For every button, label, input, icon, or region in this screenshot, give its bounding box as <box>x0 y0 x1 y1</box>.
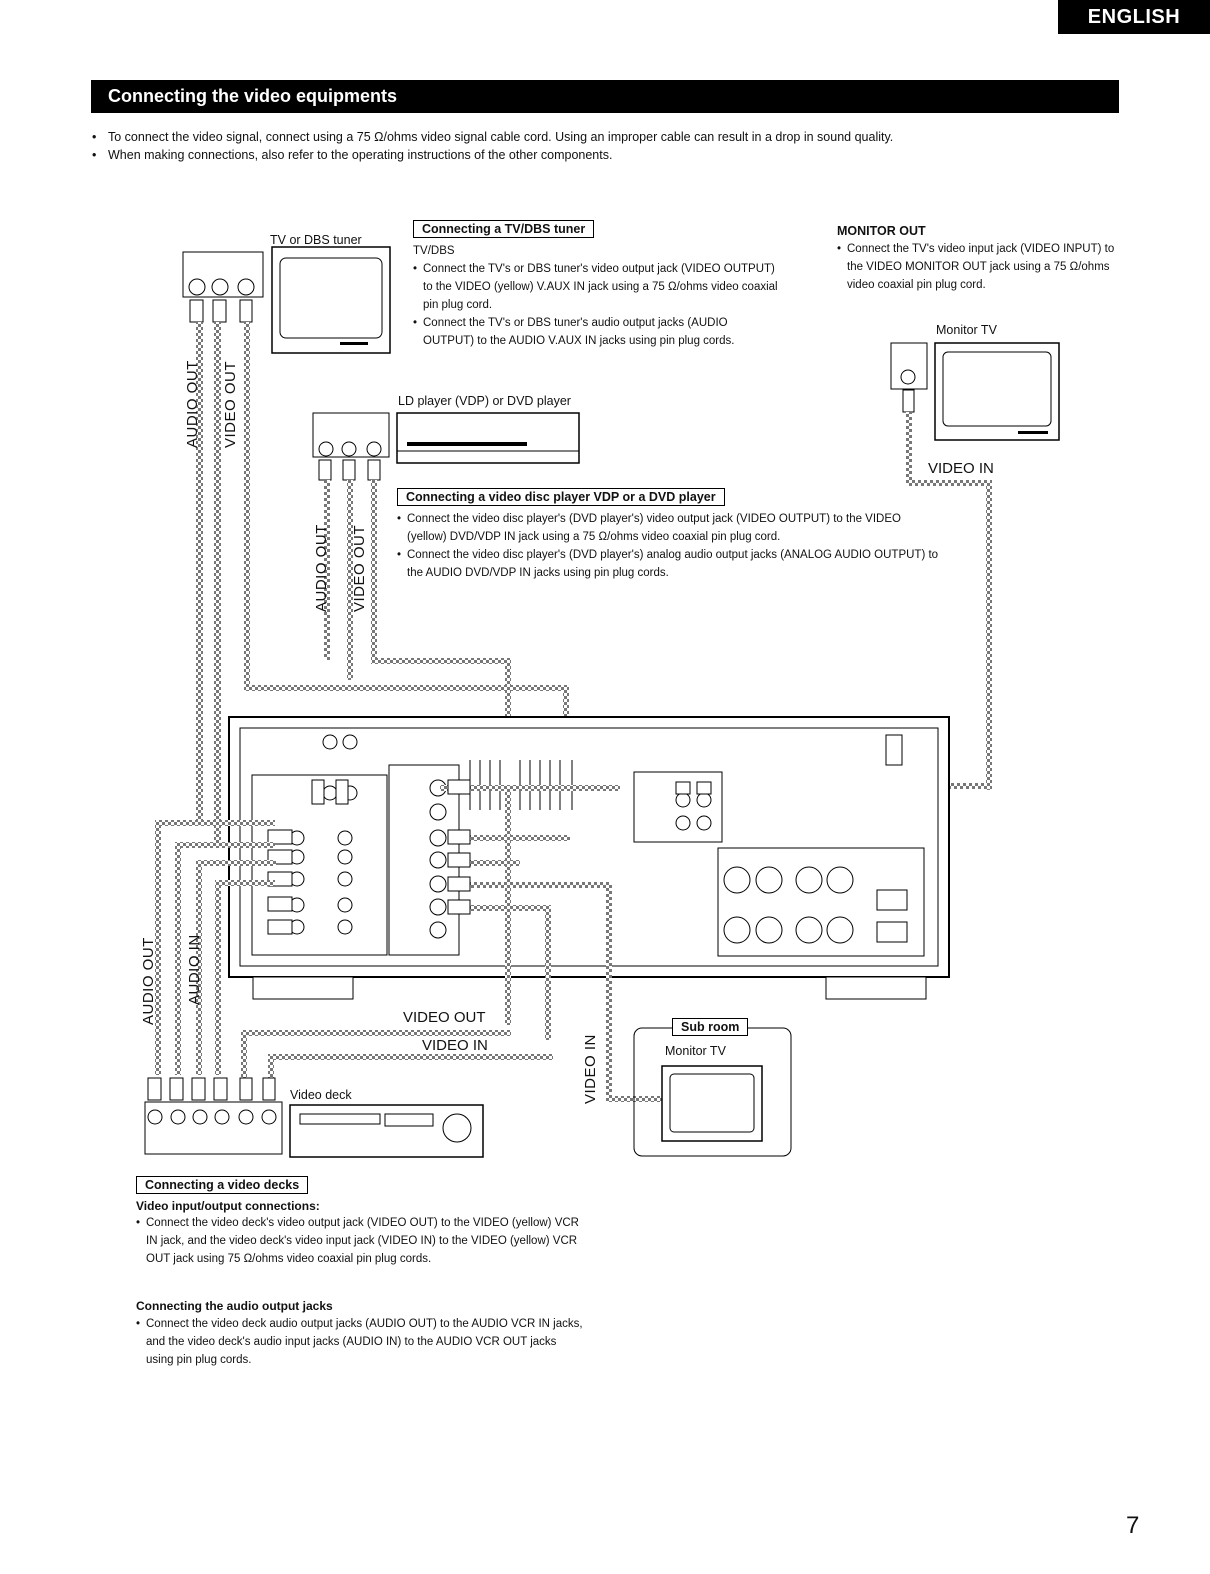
audio-out-label: AUDIO OUT <box>184 360 201 448</box>
video-io-instructions: Connect the video deck's video output ja… <box>136 1214 584 1268</box>
video-io-title: Video input/output connections: <box>136 1199 320 1213</box>
audio-output-title: Connecting the audio output jacks <box>136 1299 333 1313</box>
audio-output-bullet: Connect the video deck audio output jack… <box>136 1315 584 1369</box>
page-number: 7 <box>1126 1512 1140 1539</box>
cable <box>244 322 250 690</box>
video-io-bullet: Connect the video deck's video output ja… <box>136 1214 584 1268</box>
sub-room-box-title: Sub room <box>672 1018 749 1036</box>
vdp-bullet: Connect the video disc player's (DVD pla… <box>397 546 942 582</box>
video-in-label: VIDEO IN <box>928 460 994 477</box>
tv-dbs-bullet: Connect the TV's or DBS tuner's audio ou… <box>413 314 781 350</box>
video-in-label: VIDEO IN <box>582 1034 599 1104</box>
sub-room-monitor-label: Monitor TV <box>665 1044 726 1058</box>
vdp-instructions: Connect the video disc player's (DVD pla… <box>397 510 942 582</box>
monitor-out-bullet: Connect the TV's video input jack (VIDEO… <box>837 240 1121 294</box>
tv-dbs-instructions: TV/DBS Connect the TV's or DBS tuner's v… <box>413 242 781 350</box>
tv-dbs-subtitle: TV/DBS <box>413 245 455 257</box>
language-tab: ENGLISH <box>1058 0 1210 34</box>
video-decks-box-title: Connecting a video decks <box>136 1176 309 1194</box>
cable <box>244 685 569 691</box>
video-in-label: VIDEO IN <box>422 1037 488 1054</box>
tv-dbs-tuner-device <box>182 246 391 354</box>
ld-dvd-player-label: LD player (VDP) or DVD player <box>398 394 571 408</box>
monitor-tv-device <box>890 342 1060 441</box>
video-deck-label: Video deck <box>290 1088 352 1102</box>
video-deck-device <box>144 1101 484 1158</box>
tv-dbs-bullet: Connect the TV's or DBS tuner's video ou… <box>413 260 781 314</box>
tv-dbs-box-title: Connecting a TV/DBS tuner <box>413 220 595 238</box>
intro-bullet: When making connections, also refer to t… <box>92 146 1122 164</box>
tv-dbs-tuner-label: TV or DBS tuner <box>270 233 362 247</box>
cable <box>214 322 221 842</box>
intro-bullet: To connect the video signal, connect usi… <box>92 128 1122 146</box>
intro-bullets: To connect the video signal, connect usi… <box>92 128 1122 164</box>
audio-output-instructions: Connect the video deck audio output jack… <box>136 1315 584 1369</box>
audio-out-label: AUDIO OUT <box>140 937 157 1025</box>
cable <box>196 322 203 822</box>
sub-room-monitor-device <box>661 1065 763 1142</box>
ld-dvd-player-device <box>312 412 580 464</box>
video-out-label: VIDEO OUT <box>351 524 368 612</box>
tv-dbs-plugs <box>189 299 253 323</box>
audio-out-label: AUDIO OUT <box>313 524 330 612</box>
section-title: Connecting the video equipments <box>91 80 1119 113</box>
monitor-out-instructions: Connect the TV's video input jack (VIDEO… <box>837 240 1121 294</box>
monitor-tv-label: Monitor TV <box>936 323 997 337</box>
receiver-rear-panel <box>228 716 950 1000</box>
monitor-out-title: MONITOR OUT <box>837 224 926 238</box>
audio-in-label: AUDIO IN <box>186 934 203 1005</box>
video-out-label: VIDEO OUT <box>403 1009 486 1026</box>
vdp-box-title: Connecting a video disc player VDP or a … <box>397 488 725 506</box>
vdp-bullet: Connect the video disc player's (DVD pla… <box>397 510 942 546</box>
video-out-label: VIDEO OUT <box>222 360 239 448</box>
